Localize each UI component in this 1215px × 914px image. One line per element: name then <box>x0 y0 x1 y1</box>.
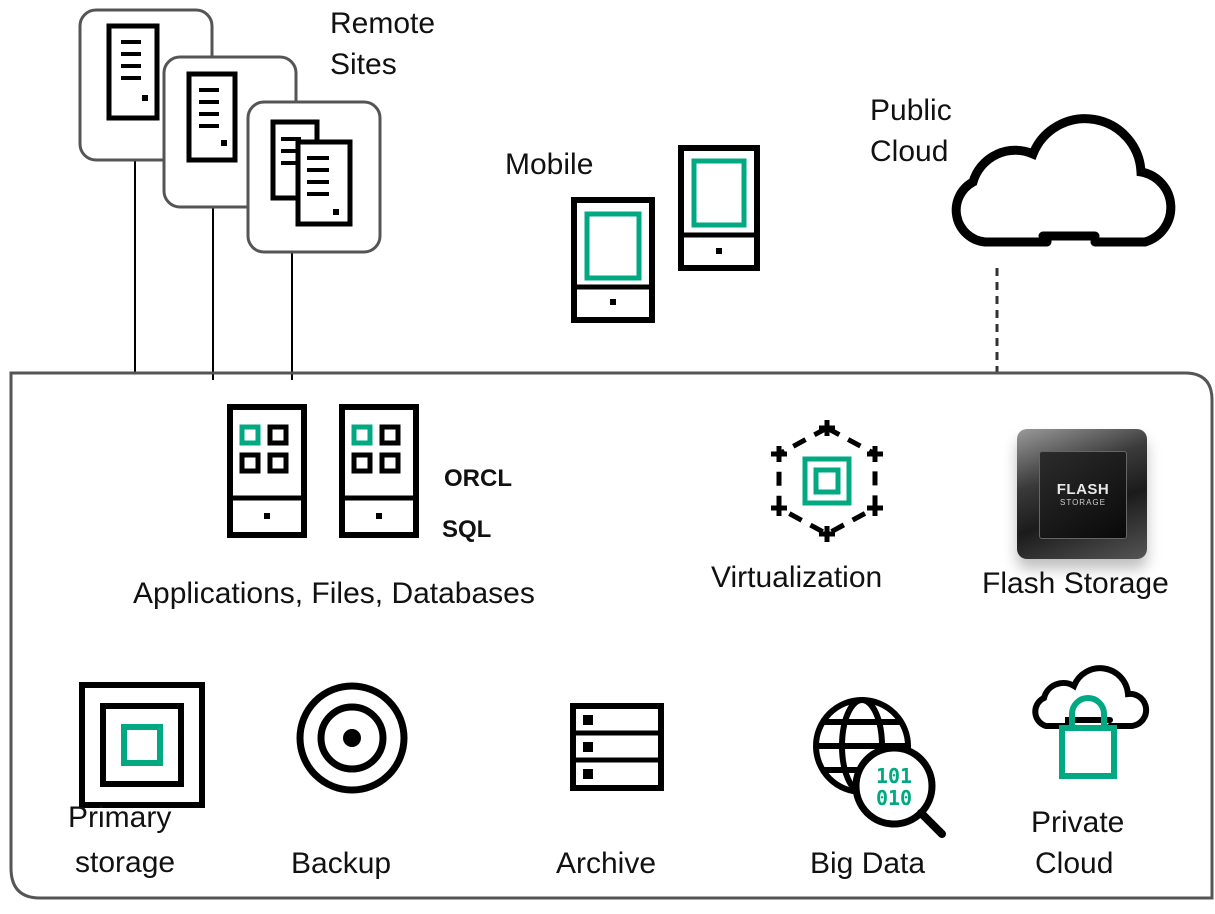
remote-sites-icon <box>78 8 382 254</box>
applications-label: Applications, Files, Databases <box>133 577 535 610</box>
private-cloud-icon <box>1032 665 1150 779</box>
flash-chip-text-sub: STORAGE <box>1060 498 1106 507</box>
big-data-badge-line2: 010 <box>876 786 912 810</box>
flash-storage-label: Flash Storage <box>982 567 1169 600</box>
private-cloud-label-line2: Cloud <box>1035 847 1114 880</box>
virtualization-label: Virtualization <box>711 561 883 594</box>
archive-label: Archive <box>556 847 657 880</box>
flash-storage-icon: FLASH STORAGE <box>1017 429 1147 559</box>
big-data-badge-line1: 101 <box>876 764 912 788</box>
private-cloud-label-line1: Private <box>1031 806 1125 839</box>
mobile-devices-icon <box>571 145 760 323</box>
mobile-label: Mobile <box>505 148 594 181</box>
public-cloud-icon <box>951 114 1176 247</box>
primary-storage-icon <box>79 682 205 808</box>
backup-label: Backup <box>291 847 392 880</box>
database-sql-label: SQL <box>442 516 492 543</box>
big-data-icon: 101 010 <box>813 697 946 838</box>
remote-sites-label-line2: Sites <box>330 48 397 81</box>
virtualization-icon <box>771 420 883 542</box>
application-icon-2 <box>339 404 419 538</box>
flash-storage-chip: FLASH STORAGE <box>1039 451 1127 539</box>
flash-chip-text-main: FLASH <box>1056 481 1110 498</box>
archive-icon <box>570 703 664 791</box>
datacenter-frame <box>9 371 1214 900</box>
primary-storage-label-line1: Primary <box>68 801 172 834</box>
database-orcl-label: ORCL <box>444 465 512 492</box>
backup-icon <box>296 682 408 794</box>
remote-sites-label-line1: Remote <box>330 7 436 40</box>
application-icon-1 <box>227 404 307 538</box>
public-cloud-label-line1: Public <box>870 94 952 127</box>
public-cloud-label-line2: Cloud <box>870 135 949 168</box>
primary-storage-label-line2: storage <box>75 846 176 879</box>
big-data-label: Big Data <box>810 847 926 880</box>
